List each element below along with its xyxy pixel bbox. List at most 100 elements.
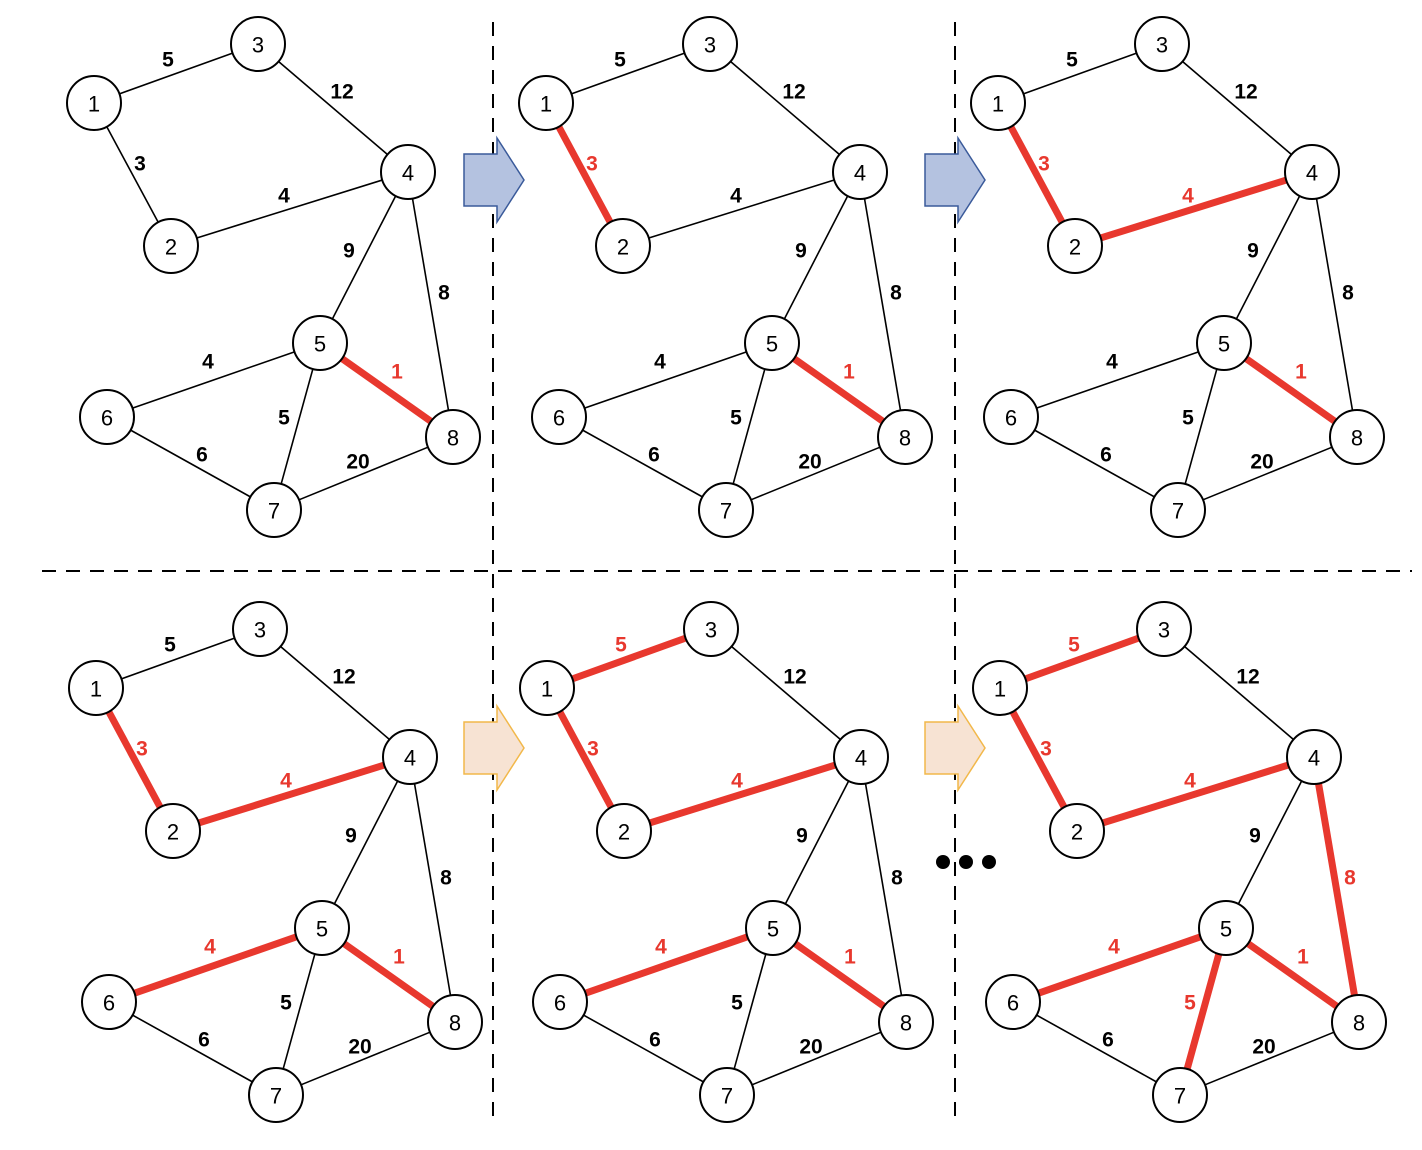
edge-4-5 [784,780,850,905]
edge-5-8-selected [792,355,885,425]
edge-6-7 [132,1014,253,1083]
edge-5-6-selected [133,933,298,997]
edge-weight-label: 9 [796,825,808,848]
edge-weight-label: 8 [438,282,450,305]
node-circle [425,409,481,465]
edge-5-8-selected [340,355,433,425]
node-circle [699,1067,755,1123]
edge-4-8 [411,198,450,411]
node-circle [1198,900,1254,956]
node-circle [145,803,201,859]
edge-3-4 [731,645,841,741]
edge-5-7 [733,953,767,1070]
node-3: 3 [230,16,286,72]
node-label: 8 [900,1011,912,1036]
edge-weight-label: 20 [799,1036,822,1059]
node-3: 3 [1136,601,1192,657]
edge-1-3-selected [1024,634,1140,683]
node-label: 8 [1353,1011,1365,1036]
edge-5-6 [1036,351,1199,409]
node-5: 5 [1196,315,1252,371]
edge-4-5 [331,195,397,320]
edge-weight-label: 4 [278,185,290,208]
edge-5-6-selected [584,933,749,997]
edge-3-4 [278,60,388,156]
edge-weight-label: 5 [278,407,290,430]
edge-5-8-selected [1244,355,1337,425]
edge-weight-label: 5 [614,49,626,72]
edge-weight-label: 6 [1102,1029,1114,1052]
node-circle [246,482,302,538]
node-3: 3 [1134,16,1190,72]
node-circle [1331,994,1387,1050]
node-label: 5 [766,332,778,357]
node-label: 5 [1220,917,1232,942]
node-4: 4 [833,729,889,785]
edge-3-4 [1182,60,1292,156]
node-label: 5 [767,917,779,942]
edge-weight-label: 5 [615,634,627,657]
node-label: 6 [1005,406,1017,431]
edge-weight-label: 1 [844,946,856,969]
edge-weight-label: 9 [1247,240,1259,263]
edge-weight-label: 8 [440,867,452,890]
node-circle [682,16,738,72]
node-circle [1150,482,1206,538]
edge-weight-label: 4 [1106,351,1118,374]
edge-weight-label: 4 [654,351,666,374]
node-3: 3 [682,16,738,72]
node-label: 8 [447,426,459,451]
node-circle [1196,315,1252,371]
edge-weight-label: 4 [280,770,292,793]
node-1: 1 [970,75,1026,131]
node-circle [292,315,348,371]
edge-weight-label: 6 [648,444,660,467]
edge-5-7-selected [1183,953,1223,1070]
node-circle [518,75,574,131]
edge-weight-label: 3 [136,738,148,761]
node-label: 8 [449,1011,461,1036]
edge-weight-label: 12 [330,81,353,104]
node-3: 3 [232,601,288,657]
edge-weight-label: 5 [731,992,743,1015]
node-label: 7 [721,1084,733,1109]
edge-weight-label: 4 [730,185,742,208]
node-label: 8 [899,426,911,451]
edge-7-8 [1202,446,1333,501]
node-circle [232,601,288,657]
edge-weight-label: 20 [348,1036,371,1059]
edge-4-5 [1235,195,1301,320]
edge-weight-label: 6 [649,1029,661,1052]
edge-weight-label: 12 [1234,81,1257,104]
edge-2-4-selected [1099,176,1288,242]
edge-1-3 [119,52,233,95]
node-4: 4 [832,144,888,200]
edge-1-2-selected [1007,125,1066,224]
edge-6-7 [582,429,703,498]
node-label: 6 [101,406,113,431]
node-label: 3 [705,618,717,643]
node-6: 6 [983,389,1039,445]
edge-weight-label: 5 [730,407,742,430]
edge-4-8 [864,783,903,996]
node-7: 7 [1152,1067,1208,1123]
edge-weight-label: 12 [782,81,805,104]
node-label: 1 [88,92,100,117]
edge-5-7 [280,368,314,485]
node-5: 5 [1198,900,1254,956]
edge-weight-label: 8 [1344,867,1356,890]
edge-weight-label: 5 [164,634,176,657]
node-circle [248,1067,304,1123]
edge-weight-label: 4 [655,936,667,959]
node-4: 4 [382,729,438,785]
edge-6-7 [130,429,251,498]
right-arrow-icon [463,703,525,793]
edge-1-3-selected [571,634,687,683]
node-label: 6 [103,991,115,1016]
node-circle [878,994,934,1050]
node-circle [833,729,889,785]
node-7: 7 [698,482,754,538]
